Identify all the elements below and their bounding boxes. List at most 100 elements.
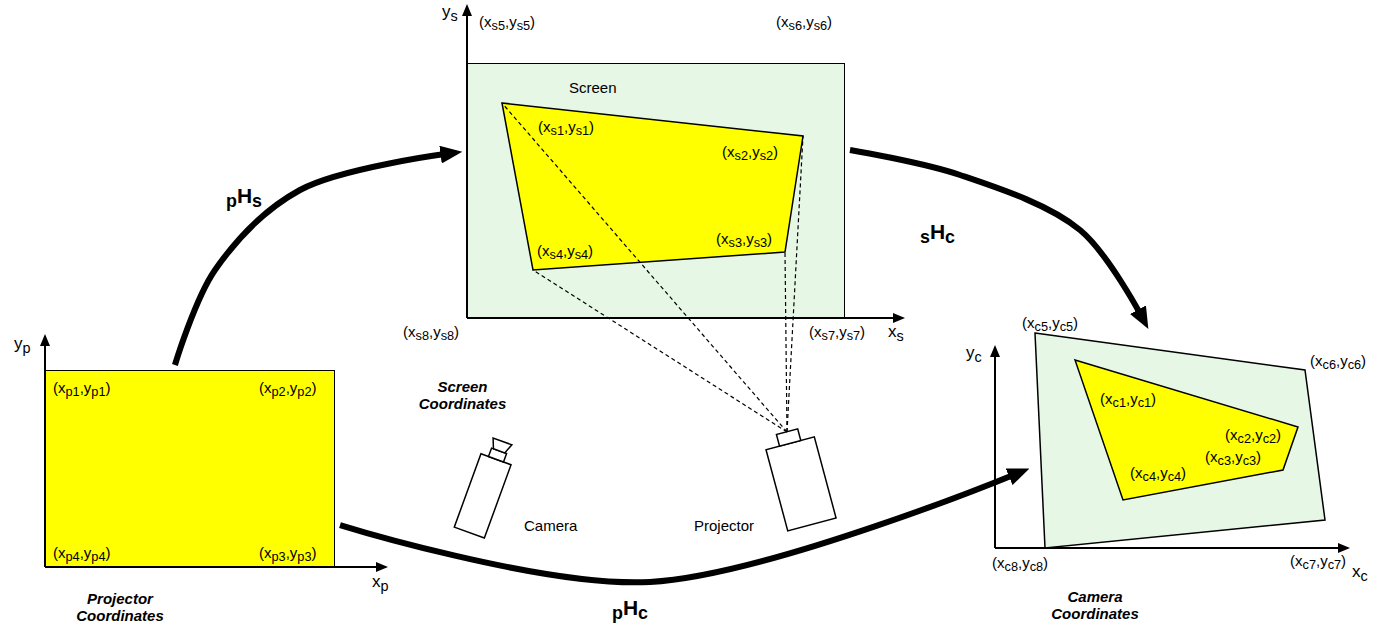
text-run: , xyxy=(563,242,567,259)
text-run: ) xyxy=(589,118,594,135)
text-run: ) xyxy=(1043,554,1048,571)
text-run: ( xyxy=(1310,352,1315,369)
subscript: c7 xyxy=(1303,557,1316,572)
text-run: y xyxy=(442,2,451,21)
subscript: c8 xyxy=(1030,559,1043,574)
subscript: s5 xyxy=(517,18,530,33)
text-run: ) xyxy=(1256,448,1261,465)
projection-ray xyxy=(502,103,787,432)
text-run: ) xyxy=(1276,426,1281,443)
label-slot: pHc xyxy=(612,596,648,624)
text-run: ) xyxy=(106,379,111,396)
subscript: s1 xyxy=(576,123,589,138)
text-run: , xyxy=(1018,554,1022,571)
transform-label: pHc xyxy=(612,596,648,624)
subscript: c xyxy=(975,349,982,365)
text-run: ) xyxy=(767,230,772,247)
text-run: , xyxy=(1231,448,1235,465)
subscript: s2 xyxy=(760,148,773,163)
screen-area: (xs1,ys1)(xs2,ys2)(xs4,ys4)(xs3,ys3)(xs5… xyxy=(467,63,845,318)
camera-view-quad: (xc1,yc1)(xc2,yc2)(xc4,yc4)(xc3,yc3) xyxy=(1075,360,1298,500)
transform-arrow xyxy=(175,154,447,365)
text-run: x xyxy=(58,544,66,561)
text-run: ) xyxy=(773,143,778,160)
subscript: s4 xyxy=(550,247,563,262)
text-run: , xyxy=(80,544,84,561)
text-run: ) xyxy=(860,323,865,340)
text-run: x xyxy=(888,322,897,341)
text-run: ( xyxy=(1100,390,1105,407)
subscript: p xyxy=(23,340,31,356)
text-run: y xyxy=(433,323,441,340)
text-run: x xyxy=(1210,448,1218,465)
text-run: x xyxy=(264,544,272,561)
subscript: p1 xyxy=(91,384,105,399)
text-run: x xyxy=(543,118,551,135)
label-slot: xc xyxy=(1352,562,1368,584)
text-slot: (xc4,yc4) xyxy=(1130,464,1186,485)
subscript: s6 xyxy=(814,18,827,33)
subscript: p3 xyxy=(297,549,311,564)
node-shape xyxy=(1035,333,1325,548)
text-run: ) xyxy=(827,13,832,30)
subscript: p4 xyxy=(66,549,80,564)
projector-image: (xp1,yp1)(xp2,yp2)(xp4,yp4)(xp3,yp3) xyxy=(45,370,335,567)
text-run: y xyxy=(84,544,92,561)
subscript: c xyxy=(1361,568,1368,584)
transform-label: pHs xyxy=(226,184,262,212)
text-run: ( xyxy=(259,544,264,561)
text-run: y xyxy=(1255,426,1263,443)
subscript: c3 xyxy=(1218,453,1231,468)
transform-arrow xyxy=(340,474,1015,582)
coordinate-label: (xc1,yc1) xyxy=(1100,390,1156,411)
text-run: x xyxy=(997,554,1005,571)
text-run: y xyxy=(806,13,814,30)
axis-label: yp xyxy=(14,334,31,356)
text-slot: (xs6,ys6) xyxy=(776,13,832,34)
subscript: c4 xyxy=(1143,469,1156,484)
text-run: Screen Coordinates xyxy=(419,378,507,412)
label-slot: yp xyxy=(14,334,31,356)
text-slot: (xp1,yp1) xyxy=(53,379,111,400)
text-run: H xyxy=(237,184,252,207)
text-run: ( xyxy=(479,13,484,30)
text-run: ) xyxy=(1181,464,1186,481)
text-run: , xyxy=(429,323,433,340)
text-run: , xyxy=(835,323,839,340)
text-run: x xyxy=(1105,390,1113,407)
text-run: ( xyxy=(53,379,58,396)
label-slot: yc xyxy=(966,343,982,365)
text-run: Screen xyxy=(569,79,617,96)
projection-ray xyxy=(533,270,787,432)
subscript: c4 xyxy=(1168,469,1181,484)
label-slot: Projector Coordinates xyxy=(55,590,185,625)
text-run: x xyxy=(1352,562,1361,581)
text-run: , xyxy=(286,379,290,396)
text-run: ) xyxy=(1073,314,1078,331)
coordinate-label: (xc7,yc7) xyxy=(1290,552,1346,573)
subscript: c3 xyxy=(1243,453,1256,468)
text-run: , xyxy=(1336,352,1340,369)
label-slot: sHc xyxy=(920,220,955,248)
text-run: Projector Coordinates xyxy=(76,590,164,624)
text-slot: (xc1,yc1) xyxy=(1100,390,1156,411)
coordinate-label: (xs7,ys7) xyxy=(809,323,865,344)
text-run: y xyxy=(290,379,298,396)
text-slot: (xc2,yc2) xyxy=(1225,426,1281,447)
axis-line xyxy=(994,347,996,548)
text-run: y xyxy=(1022,554,1030,571)
text-run: , xyxy=(564,118,568,135)
text-slot: (xs5,ys5) xyxy=(479,13,535,34)
subscript: s xyxy=(451,8,458,24)
subscript: s2 xyxy=(735,148,748,163)
projection-ray xyxy=(785,252,787,432)
text-slot: (xs8,ys8) xyxy=(403,323,459,344)
text-run: ( xyxy=(1022,314,1027,331)
transform-label: sHc xyxy=(920,220,955,248)
text-run: ) xyxy=(1151,390,1156,407)
node-shape xyxy=(1075,360,1298,500)
coordinate-label: (xs2,ys2) xyxy=(722,143,778,164)
coordinate-label: (xs3,ys3) xyxy=(716,230,772,251)
text-run: x xyxy=(408,323,416,340)
text-run: x xyxy=(484,13,492,30)
